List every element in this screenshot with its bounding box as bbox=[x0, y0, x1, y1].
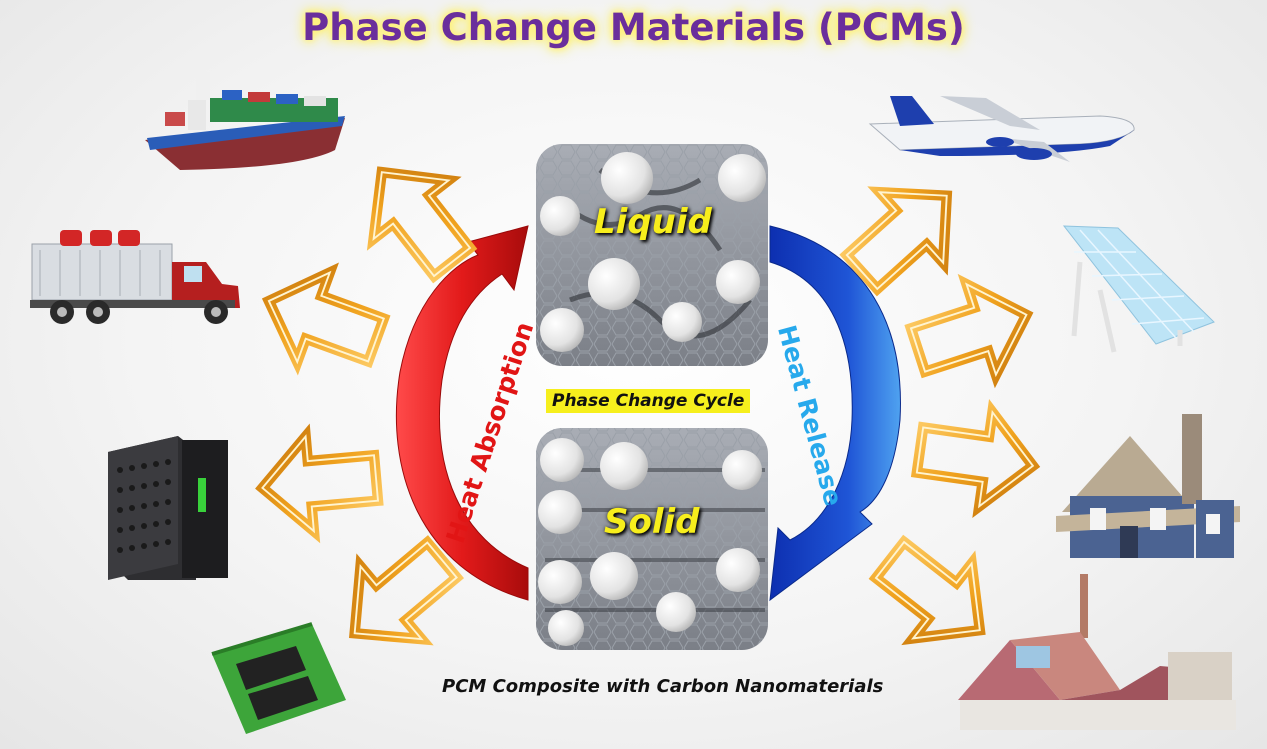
liquid-state-label: Liquid bbox=[594, 202, 712, 242]
house-icon bbox=[1056, 414, 1240, 558]
phase-change-cycle-label: Phase Change Cycle bbox=[546, 389, 751, 413]
liquid-pcm-cube bbox=[536, 144, 768, 366]
solid-state-label: Solid bbox=[604, 502, 700, 542]
solar-panel-icon bbox=[1062, 225, 1215, 353]
cargo-ship-icon bbox=[145, 72, 345, 170]
page-title: Phase Change Materials (PCMs) bbox=[302, 6, 965, 49]
solid-pcm-cube bbox=[536, 428, 768, 650]
server-tower-icon bbox=[108, 436, 228, 580]
arrow-to-solar bbox=[903, 270, 1041, 396]
factory-icon bbox=[958, 574, 1236, 730]
composite-caption: PCM Composite with Carbon Nanomaterials bbox=[442, 676, 884, 697]
arrow-to-server bbox=[258, 431, 380, 536]
arrow-to-house bbox=[913, 403, 1039, 513]
heat-release-arrow bbox=[769, 225, 901, 602]
arrow-to-factory bbox=[861, 523, 1009, 668]
circuit-chip-icon bbox=[211, 622, 346, 734]
airplane-icon bbox=[868, 96, 1135, 162]
arrow-to-truck bbox=[253, 256, 393, 384]
dump-truck-icon bbox=[30, 230, 240, 324]
